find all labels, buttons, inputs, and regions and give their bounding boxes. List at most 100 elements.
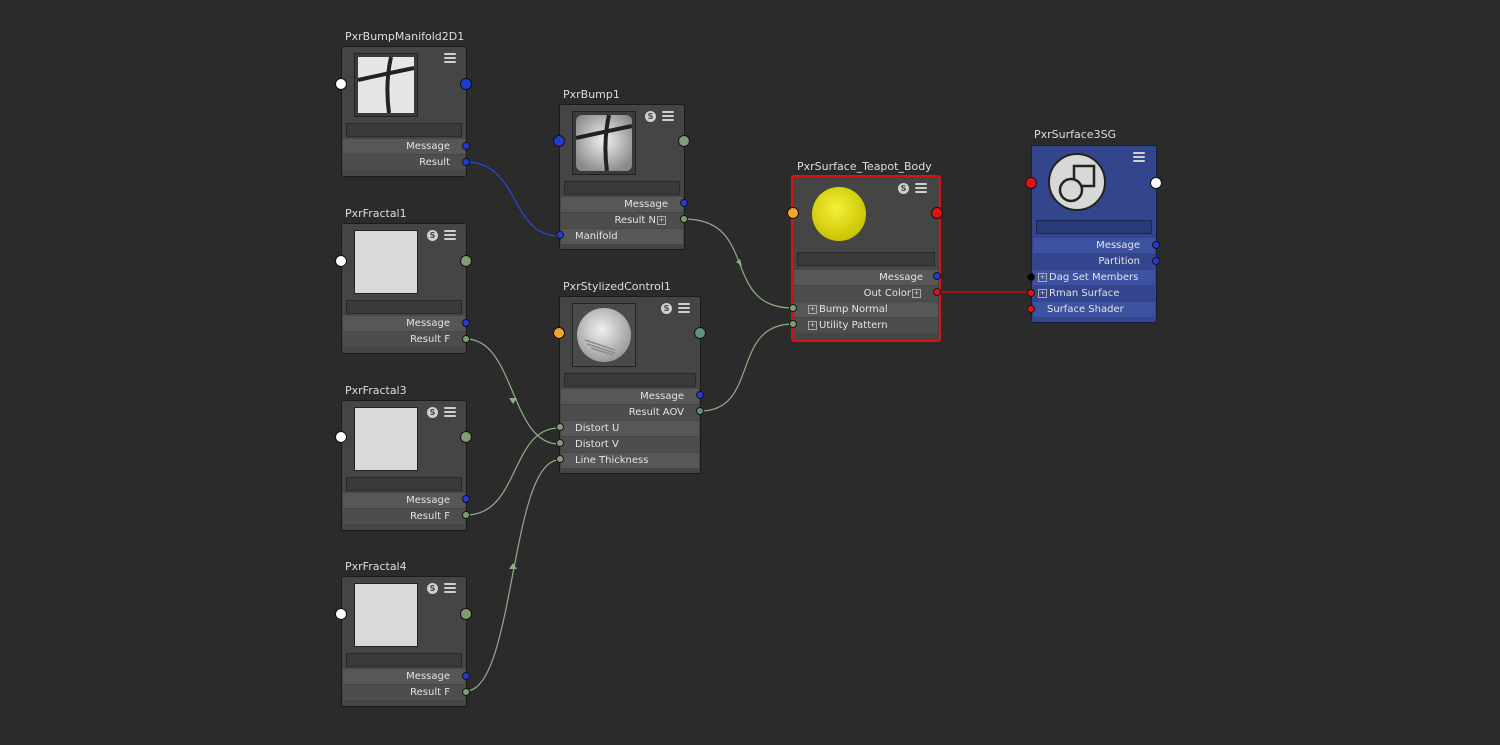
node-fractal3[interactable]: S Message Result F — [341, 400, 467, 531]
menu-icon[interactable] — [1133, 152, 1145, 163]
port-out-color[interactable] — [933, 288, 941, 296]
port-result-aov[interactable] — [696, 407, 704, 415]
input-port[interactable] — [787, 207, 799, 219]
output-port[interactable] — [460, 608, 472, 620]
input-port[interactable] — [335, 78, 347, 90]
node-title-bump-manifold[interactable]: PxrBumpManifold2D1 — [345, 30, 465, 43]
node-fractal4[interactable]: S Message Result F — [341, 576, 467, 707]
menu-icon[interactable] — [444, 230, 456, 241]
port-line-thickness[interactable] — [556, 455, 564, 463]
output-port[interactable] — [694, 327, 706, 339]
port-result-n[interactable] — [680, 215, 688, 223]
menu-icon[interactable] — [915, 183, 927, 194]
input-port[interactable] — [335, 255, 347, 267]
swatch-bump1 — [572, 111, 636, 175]
attr-line-thickness: Line Thickness — [561, 453, 699, 468]
input-port[interactable] — [553, 327, 565, 339]
input-port[interactable] — [553, 135, 565, 147]
node-name-field[interactable] — [346, 300, 462, 314]
node-name-field[interactable] — [797, 252, 935, 266]
port-manifold[interactable] — [556, 231, 564, 239]
menu-icon[interactable] — [444, 407, 456, 418]
node-title-fractal1[interactable]: PxrFractal1 — [345, 207, 407, 220]
port-distort-u[interactable] — [556, 423, 564, 431]
node-title-sg[interactable]: PxrSurface3SG — [1034, 128, 1117, 141]
node-title-bump1[interactable]: PxrBump1 — [563, 88, 620, 101]
s-icon[interactable]: S — [898, 183, 909, 194]
port-rman-surface[interactable] — [1027, 289, 1035, 297]
input-port[interactable] — [335, 431, 347, 443]
node-name-field[interactable] — [564, 373, 696, 387]
attr-message: Message — [561, 389, 699, 404]
port-surface-shader[interactable] — [1027, 305, 1035, 313]
port-message[interactable] — [462, 672, 470, 680]
node-name-field[interactable] — [346, 477, 462, 491]
attr-message: Message — [343, 493, 465, 508]
menu-icon[interactable] — [678, 303, 690, 314]
node-name-field[interactable] — [346, 653, 462, 667]
wire-stylized-to-utility — [699, 323, 794, 412]
s-icon[interactable]: S — [427, 230, 438, 241]
input-port[interactable] — [1025, 177, 1037, 189]
port-message[interactable] — [462, 319, 470, 327]
attr-result-n: Result N+ — [561, 213, 683, 228]
port-message[interactable] — [462, 495, 470, 503]
port-result-f[interactable] — [462, 511, 470, 519]
port-distort-v[interactable] — [556, 439, 564, 447]
port-result-f[interactable] — [462, 688, 470, 696]
output-port[interactable] — [678, 135, 690, 147]
port-utility-pattern[interactable] — [789, 320, 797, 328]
node-title-fractal3[interactable]: PxrFractal3 — [345, 384, 407, 397]
node-surface[interactable]: S Message Out Color+ +Bump Normal +Utili… — [791, 175, 941, 342]
port-result[interactable] — [462, 158, 470, 166]
node-shading-group[interactable]: Message Partition +Dag Set Members +Rman… — [1031, 145, 1157, 323]
node-name-field[interactable] — [346, 123, 462, 137]
swatch-fractal4 — [354, 583, 418, 647]
node-bump1[interactable]: S Message Result N+ Manifold — [559, 104, 685, 250]
port-message[interactable] — [1152, 241, 1160, 249]
wire-fractal1-to-distort-v — [465, 338, 560, 445]
node-stylized[interactable]: S Message Result AOV Distort U Distort V… — [559, 296, 701, 474]
node-title-stylized[interactable]: PxrStylizedControl1 — [563, 280, 671, 293]
menu-icon[interactable] — [444, 53, 456, 64]
attr-rman-surface: +Rman Surface — [1033, 286, 1155, 301]
port-message[interactable] — [933, 272, 941, 280]
wire-fractal3-to-distort-u — [465, 427, 560, 516]
output-port[interactable] — [460, 255, 472, 267]
s-icon[interactable]: S — [661, 303, 672, 314]
attr-utility-pattern: +Utility Pattern — [794, 318, 938, 333]
attr-result-f: Result F — [343, 332, 465, 347]
attr-result-aov: Result AOV — [561, 405, 699, 420]
attr-dag-set-members: +Dag Set Members — [1033, 270, 1155, 285]
s-icon[interactable]: S — [427, 583, 438, 594]
port-message[interactable] — [462, 142, 470, 150]
port-message[interactable] — [696, 391, 704, 399]
swatch-surface — [807, 182, 871, 246]
port-partition[interactable] — [1152, 257, 1160, 265]
node-name-field[interactable] — [1036, 220, 1152, 234]
s-icon[interactable]: S — [645, 111, 656, 122]
port-message[interactable] — [680, 199, 688, 207]
menu-icon[interactable] — [662, 111, 674, 122]
output-port[interactable] — [460, 78, 472, 90]
menu-icon[interactable] — [444, 583, 456, 594]
attr-surface-shader: Surface Shader — [1033, 302, 1155, 317]
node-title-fractal4[interactable]: PxrFractal4 — [345, 560, 407, 573]
output-port[interactable] — [1150, 177, 1162, 189]
attr-result-f: Result F — [343, 685, 465, 700]
attr-bump-normal: +Bump Normal — [794, 302, 938, 317]
port-bump-normal[interactable] — [789, 304, 797, 312]
output-port[interactable] — [931, 207, 943, 219]
swatch-shading-group — [1047, 152, 1111, 216]
port-dag-set-members[interactable] — [1027, 273, 1035, 281]
s-icon[interactable]: S — [427, 407, 438, 418]
output-port[interactable] — [460, 431, 472, 443]
input-port[interactable] — [335, 608, 347, 620]
node-fractal1[interactable]: S Message Result F — [341, 223, 467, 354]
node-bump-manifold[interactable]: Message Result — [341, 46, 467, 177]
node-name-field[interactable] — [564, 181, 680, 195]
port-result-f[interactable] — [462, 335, 470, 343]
wire-manifold-to-bump — [465, 161, 560, 237]
node-title-surface[interactable]: PxrSurface_Teapot_Body — [797, 160, 932, 173]
